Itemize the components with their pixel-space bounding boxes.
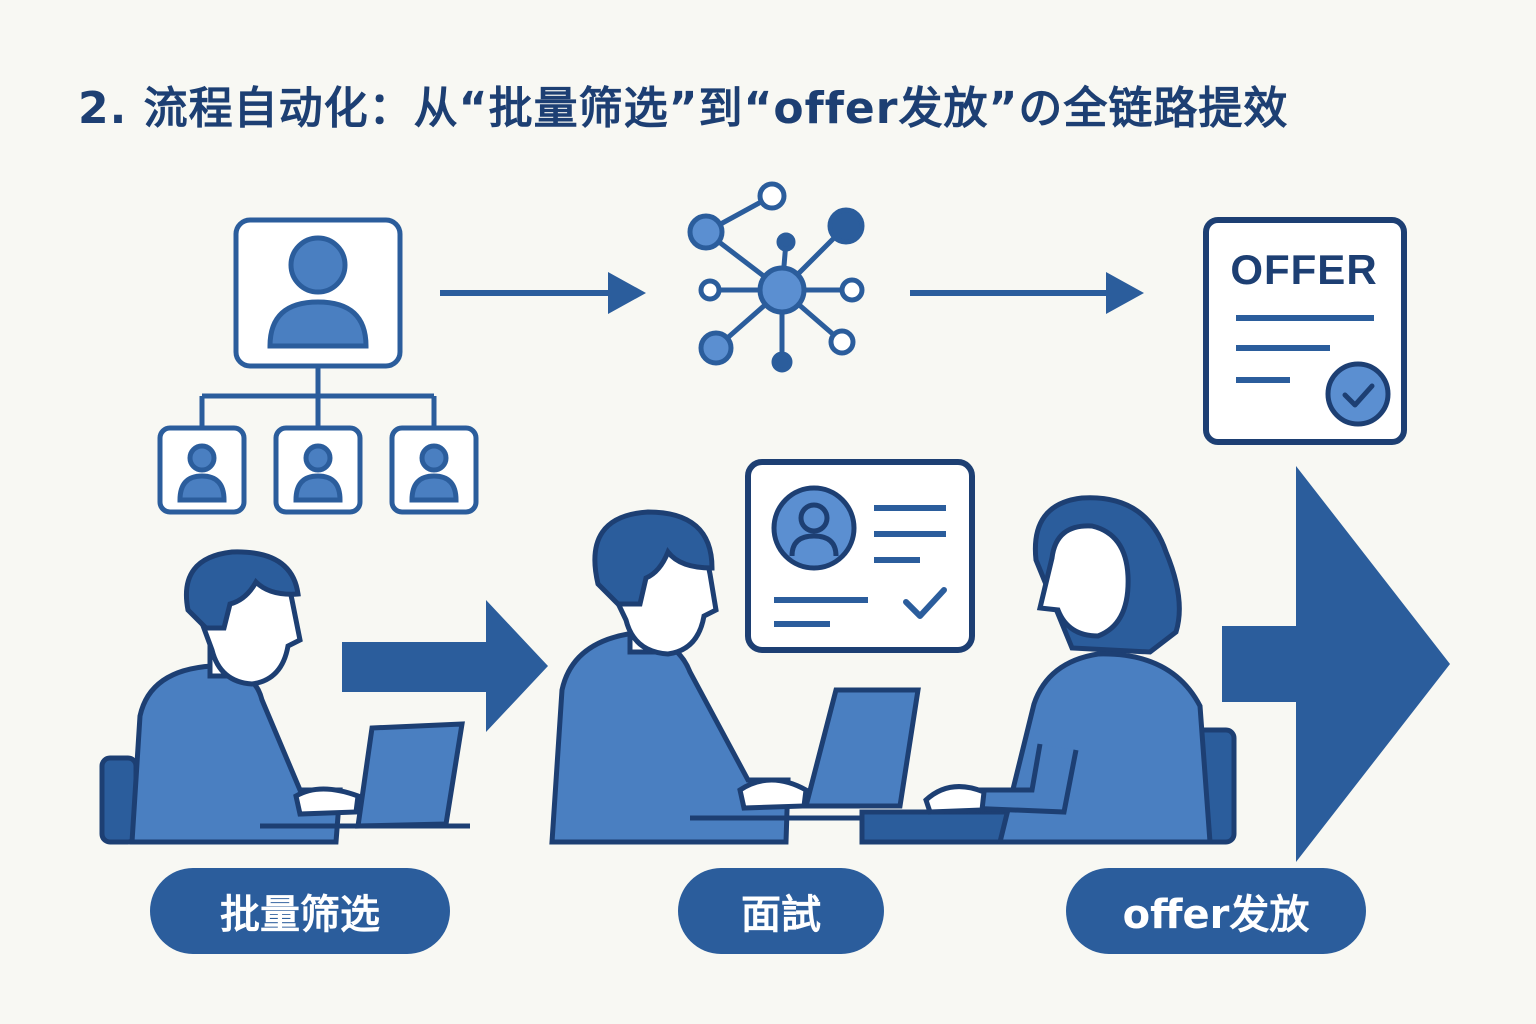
org-chart-icon (157, 217, 479, 515)
candidate-person (859, 495, 1237, 845)
arrow-right-icon (342, 600, 548, 732)
stage-label-batch-screening: 批量筛选 (150, 868, 450, 954)
arrow-right-icon (440, 272, 646, 314)
stage-label-offer-issuance: offer发放 (1066, 868, 1366, 954)
stage-label-interview: 面試 (678, 868, 884, 954)
arrow-right-icon (910, 272, 1144, 314)
check-badge-icon (1325, 361, 1391, 427)
arrow-right-icon (1222, 466, 1450, 862)
network-hub-icon (687, 181, 865, 373)
offer-heading: OFFER (1230, 246, 1378, 293)
candidate-profile-card-icon (745, 459, 975, 653)
screener-person (99, 549, 470, 845)
interviewer-person (549, 509, 1080, 845)
page-title: 2. 流程自动化：从“批量筛选”到“offer发放”の全链路提效 (78, 83, 1289, 134)
